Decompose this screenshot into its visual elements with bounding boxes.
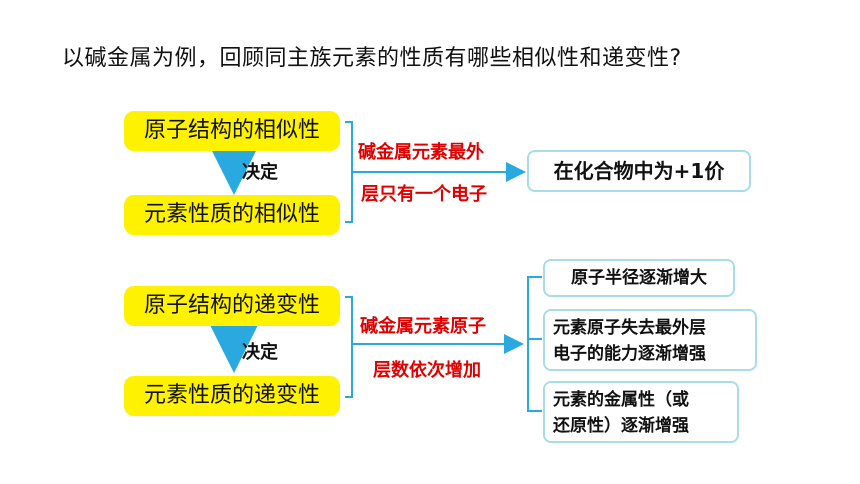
red-note-1b: 层只有一个电子: [361, 184, 487, 205]
red-note-2a: 碱金属元素原子: [360, 316, 486, 337]
result-radius-text: 原子半径逐渐增大: [571, 268, 707, 288]
result-electron-line2: 电子的能力逐渐增强: [553, 344, 706, 364]
result-box-valence: 在化合物中为+1价: [527, 150, 751, 192]
result-box-electron-loss: 元素原子失去最外层 电子的能力逐渐增强: [543, 309, 757, 371]
result-metallicity-line1: 元素的金属性（或: [553, 390, 689, 410]
structure-similarity-box: 原子结构的相似性: [124, 111, 340, 151]
decide-label-2: 决定: [242, 342, 278, 363]
result-electron-line1: 元素原子失去最外层: [553, 318, 706, 338]
result-box-metallicity: 元素的金属性（或 还原性）逐渐增强: [543, 381, 739, 443]
bracket-2: [345, 296, 353, 398]
red-note-1a: 碱金属元素最外: [358, 142, 484, 163]
structure-gradation-box: 原子结构的递变性: [124, 286, 340, 326]
property-gradation-box: 元素性质的递变性: [124, 376, 340, 416]
red-note-2b: 层数依次增加: [373, 360, 481, 381]
decide-label-1: 决定: [242, 162, 278, 183]
bracket-3: [527, 276, 542, 412]
property-similarity-box: 元素性质的相似性: [124, 195, 340, 235]
page-title: 以碱金属为例，回顾同主族元素的性质有哪些相似性和递变性?: [62, 46, 682, 71]
bracket-1: [345, 121, 353, 223]
result-metallicity-line2: 还原性）逐渐增强: [553, 416, 689, 436]
result-box-radius: 原子半径逐渐增大: [543, 259, 735, 297]
